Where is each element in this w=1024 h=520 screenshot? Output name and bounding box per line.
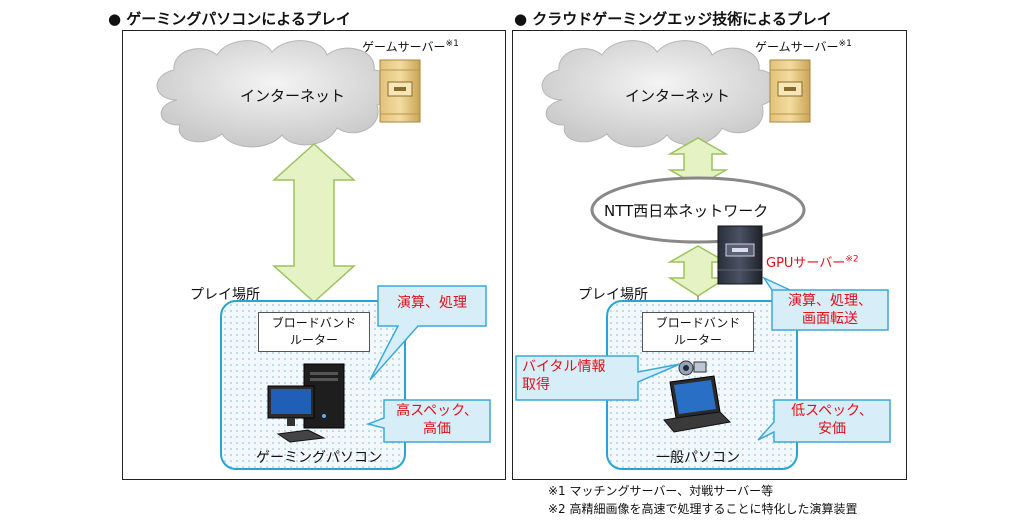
right-diagram-shapes — [541, 40, 811, 370]
left-game-server-label: ゲームサーバー※1 — [362, 39, 459, 54]
right-callout-vital-shape — [515, 355, 681, 401]
left-router-box: ブロードバンド ルーター — [258, 312, 370, 352]
gpu-server-label: GPUサーバー※2 — [766, 254, 859, 271]
right-router-line2: ルーター — [673, 333, 722, 347]
right-pc-label: 一般パソコン — [656, 450, 740, 466]
right-play-place-label: プレイ場所 — [578, 287, 648, 303]
right-title: ● クラウドゲーミングエッジ技術によるプレイ — [514, 10, 832, 28]
right-callout-compute-shape — [762, 276, 889, 331]
right-callout-compute-line1: 演算、処理、 — [788, 293, 872, 309]
left-double-arrow — [272, 142, 356, 304]
right-callout-vital-line2: 取得 — [522, 377, 550, 393]
gaming-pc-icon — [267, 363, 345, 443]
left-game-server-icon — [379, 59, 421, 123]
right-game-server-label: ゲームサーバー※1 — [755, 39, 852, 54]
gpu-server-icon — [717, 225, 763, 285]
left-callout-spec-line1: 高スペック、 — [396, 403, 478, 419]
left-callout-compute-text: 演算、処理 — [397, 295, 467, 311]
right-internet-label: インターネット — [625, 87, 731, 105]
left-router-line2: ルーター — [289, 333, 338, 347]
ntt-network-label: NTT西日本ネットワーク — [604, 202, 769, 220]
left-play-place-label: プレイ場所 — [190, 287, 260, 303]
left-callout-spec-shape — [366, 399, 491, 443]
right-game-server-icon — [769, 59, 811, 123]
right-callout-spec-line2: 安価 — [818, 421, 846, 437]
left-title: ● ゲーミングパソコンによるプレイ — [108, 10, 351, 28]
laptop-icon — [663, 360, 732, 433]
footnote-2: ※2 高精細画像を高速で処理することに特化した演算装置 — [548, 502, 858, 516]
right-callout-compute-text: 演算、処理、 画面転送 — [772, 292, 888, 328]
right-router-line1: ブロードバンド — [655, 316, 741, 330]
right-callout-vital-text: バイタル情報 取得 — [522, 358, 634, 394]
left-callout-spec-text: 高スペック、 高価 — [384, 402, 490, 438]
left-callout-spec-line2: 高価 — [423, 421, 451, 437]
left-internet-label: インターネット — [240, 87, 346, 105]
right-callout-spec-shape — [757, 399, 891, 443]
footnote-1: ※1 マッチングサーバー、対戦サーバー等 — [548, 484, 774, 498]
right-router-box: ブロードバンド ルーター — [642, 312, 754, 352]
right-callout-spec-line1: 低スペック、 — [791, 403, 873, 419]
left-callout-compute-shape — [369, 285, 487, 381]
left-router-line1: ブロードバンド — [271, 316, 357, 330]
right-callout-vital-line1: バイタル情報 — [522, 359, 606, 375]
right-callout-compute-line2: 画面転送 — [802, 311, 858, 327]
right-callout-spec-text: 低スペック、 安価 — [776, 402, 888, 438]
left-diagram-shapes — [156, 40, 421, 382]
left-pc-label: ゲーミングパソコン — [256, 450, 382, 466]
